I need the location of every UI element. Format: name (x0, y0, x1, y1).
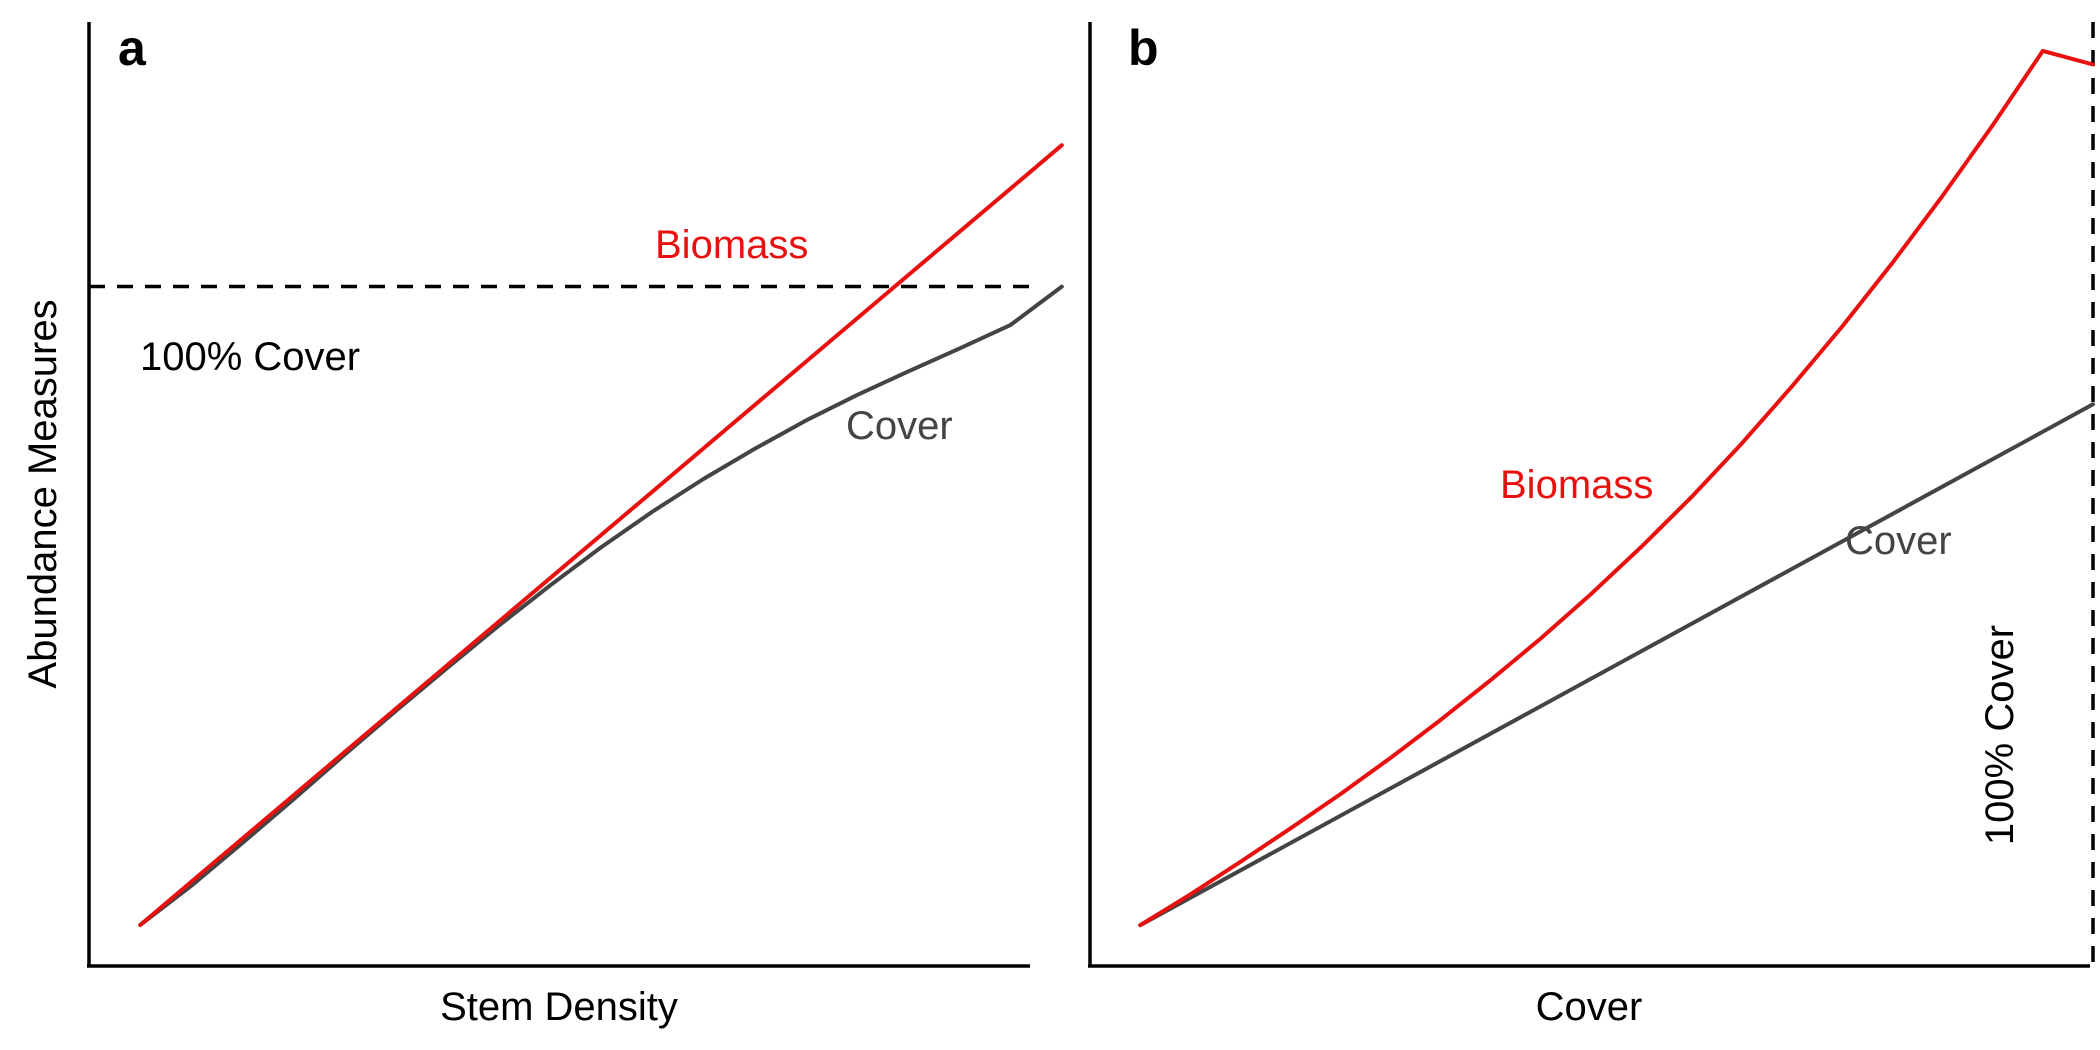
panel-b-letter: b (1128, 20, 1159, 76)
panel-a-x-axis-label: Stem Density (440, 985, 678, 1029)
panel-a-cover-curve (138, 284, 1064, 927)
panel-a-biomass-label: Biomass (655, 223, 808, 267)
panel-a-letter: a (118, 20, 147, 76)
panel-a: a 100% Cover Biomass Cover Stem Density … (21, 20, 1064, 1029)
panel-a-cover-label: Cover (846, 404, 953, 448)
panel-a-biomass-line (138, 143, 1064, 927)
panel-b-cover-label: Cover (1845, 519, 1952, 563)
panel-b-cover-line (1138, 402, 2095, 928)
panel-b: b 100% Cover Biomass Cover Cover (1088, 20, 2095, 1029)
panel-b-biomass-label: Biomass (1500, 463, 1653, 507)
panel-a-100-cover-label: 100% Cover (140, 335, 360, 379)
panel-b-100-cover-label: 100% Cover (1978, 625, 2022, 845)
panel-a-y-axis-label: Abundance Measures (21, 299, 65, 688)
panel-b-x-axis-label: Cover (1536, 985, 1643, 1029)
panel-b-biomass-curve (1138, 48, 2095, 928)
